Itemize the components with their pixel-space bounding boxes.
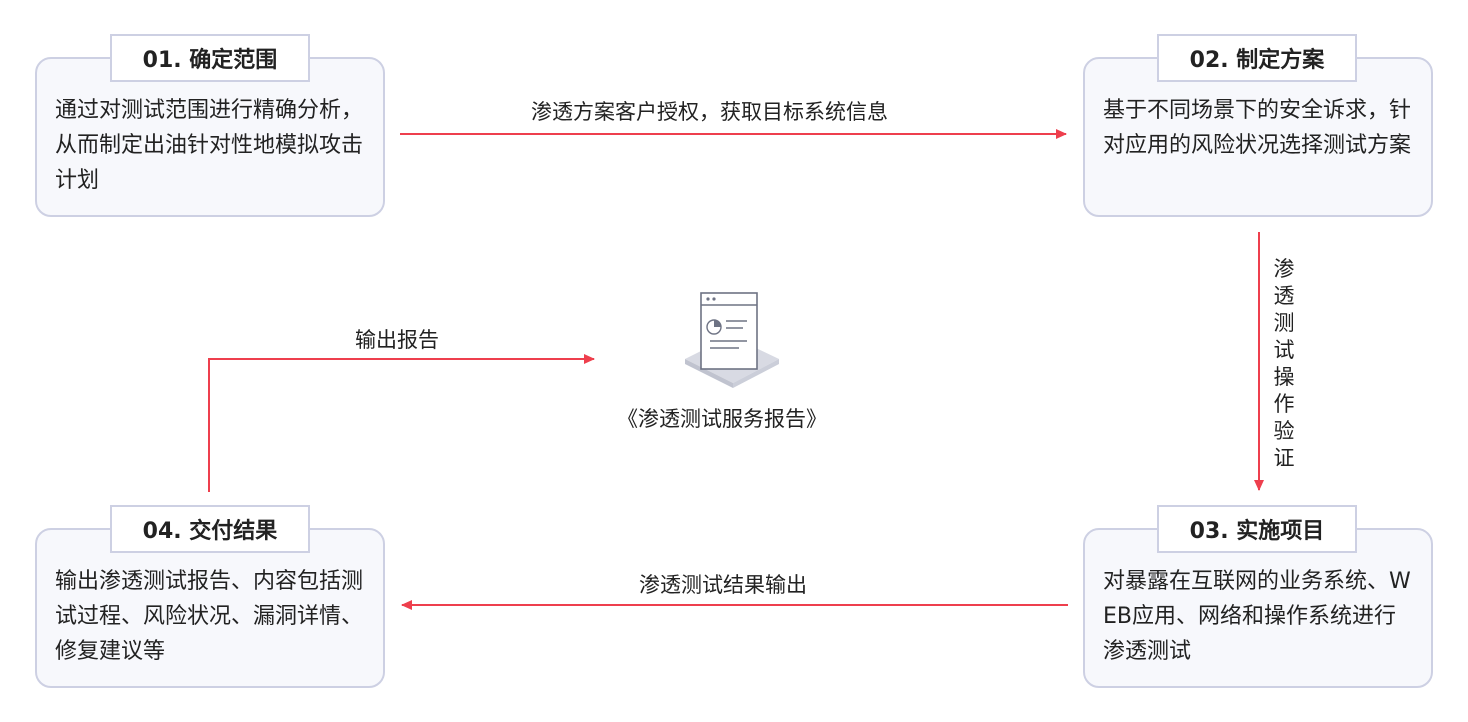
report-title: 《渗透测试服务报告》 — [617, 407, 827, 431]
step-card-4: 输出渗透测试报告、内容包括测试过程、风险状况、漏洞详情、修复建议等 — [35, 528, 385, 688]
step-4-tag: 04. 交付结果 — [110, 505, 310, 553]
step-2-description: 基于不同场景下的安全诉求，针对应用的风险状况选择测试方案 — [1103, 98, 1412, 158]
edge-label-step3-to-step4: 渗透测试结果输出 — [639, 573, 807, 597]
step-4-description: 输出渗透测试报告、内容包括测试过程、风险状况、漏洞详情、修复建议等 — [55, 569, 364, 664]
step-2-tag: 02. 制定方案 — [1157, 34, 1357, 82]
arrow-step4-to-report — [208, 354, 595, 492]
step-3-tag: 03. 实施项目 — [1157, 505, 1357, 553]
report-document-icon — [685, 292, 779, 388]
step-card-3: 对暴露在互联网的业务系统、WEB应用、网络和操作系统进行渗透测试 — [1083, 528, 1433, 688]
step-1-description: 通过对测试范围进行精确分析，从而制定出油针对性地模拟攻击计划 — [55, 98, 364, 193]
step-card-1: 通过对测试范围进行精确分析，从而制定出油针对性地模拟攻击计划 — [35, 57, 385, 217]
edge-label-step1-to-step2: 渗透方案客户授权，获取目标系统信息 — [531, 100, 888, 124]
edge-label-step2-to-step3: 渗透测试操作验证 — [1273, 257, 1295, 470]
edge-label-step4-to-report: 输出报告 — [355, 328, 439, 352]
step-card-2: 基于不同场景下的安全诉求，针对应用的风险状况选择测试方案 — [1083, 57, 1433, 217]
step-3-description: 对暴露在互联网的业务系统、WEB应用、网络和操作系统进行渗透测试 — [1103, 569, 1411, 664]
step-1-tag: 01. 确定范围 — [110, 34, 310, 82]
